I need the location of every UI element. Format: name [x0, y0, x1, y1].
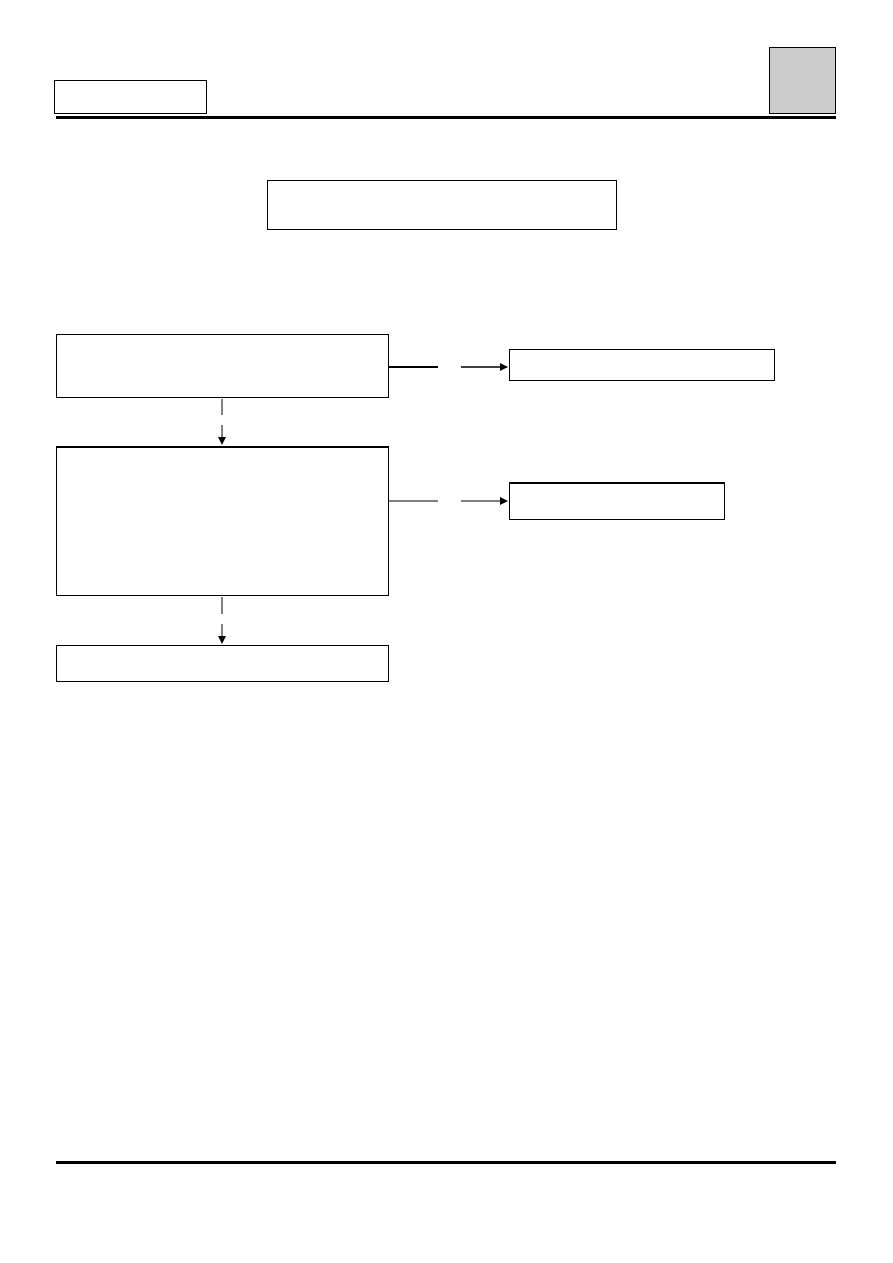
page-badge — [769, 47, 836, 114]
header-rule — [56, 116, 836, 119]
result1-box — [509, 349, 775, 381]
flowchart-title-box — [267, 180, 617, 230]
header-tab — [54, 80, 207, 114]
result2-box — [509, 482, 725, 520]
footer-rule — [56, 1161, 836, 1164]
step2-box — [56, 446, 389, 596]
step1-box — [56, 334, 389, 398]
step3-box — [56, 645, 389, 682]
